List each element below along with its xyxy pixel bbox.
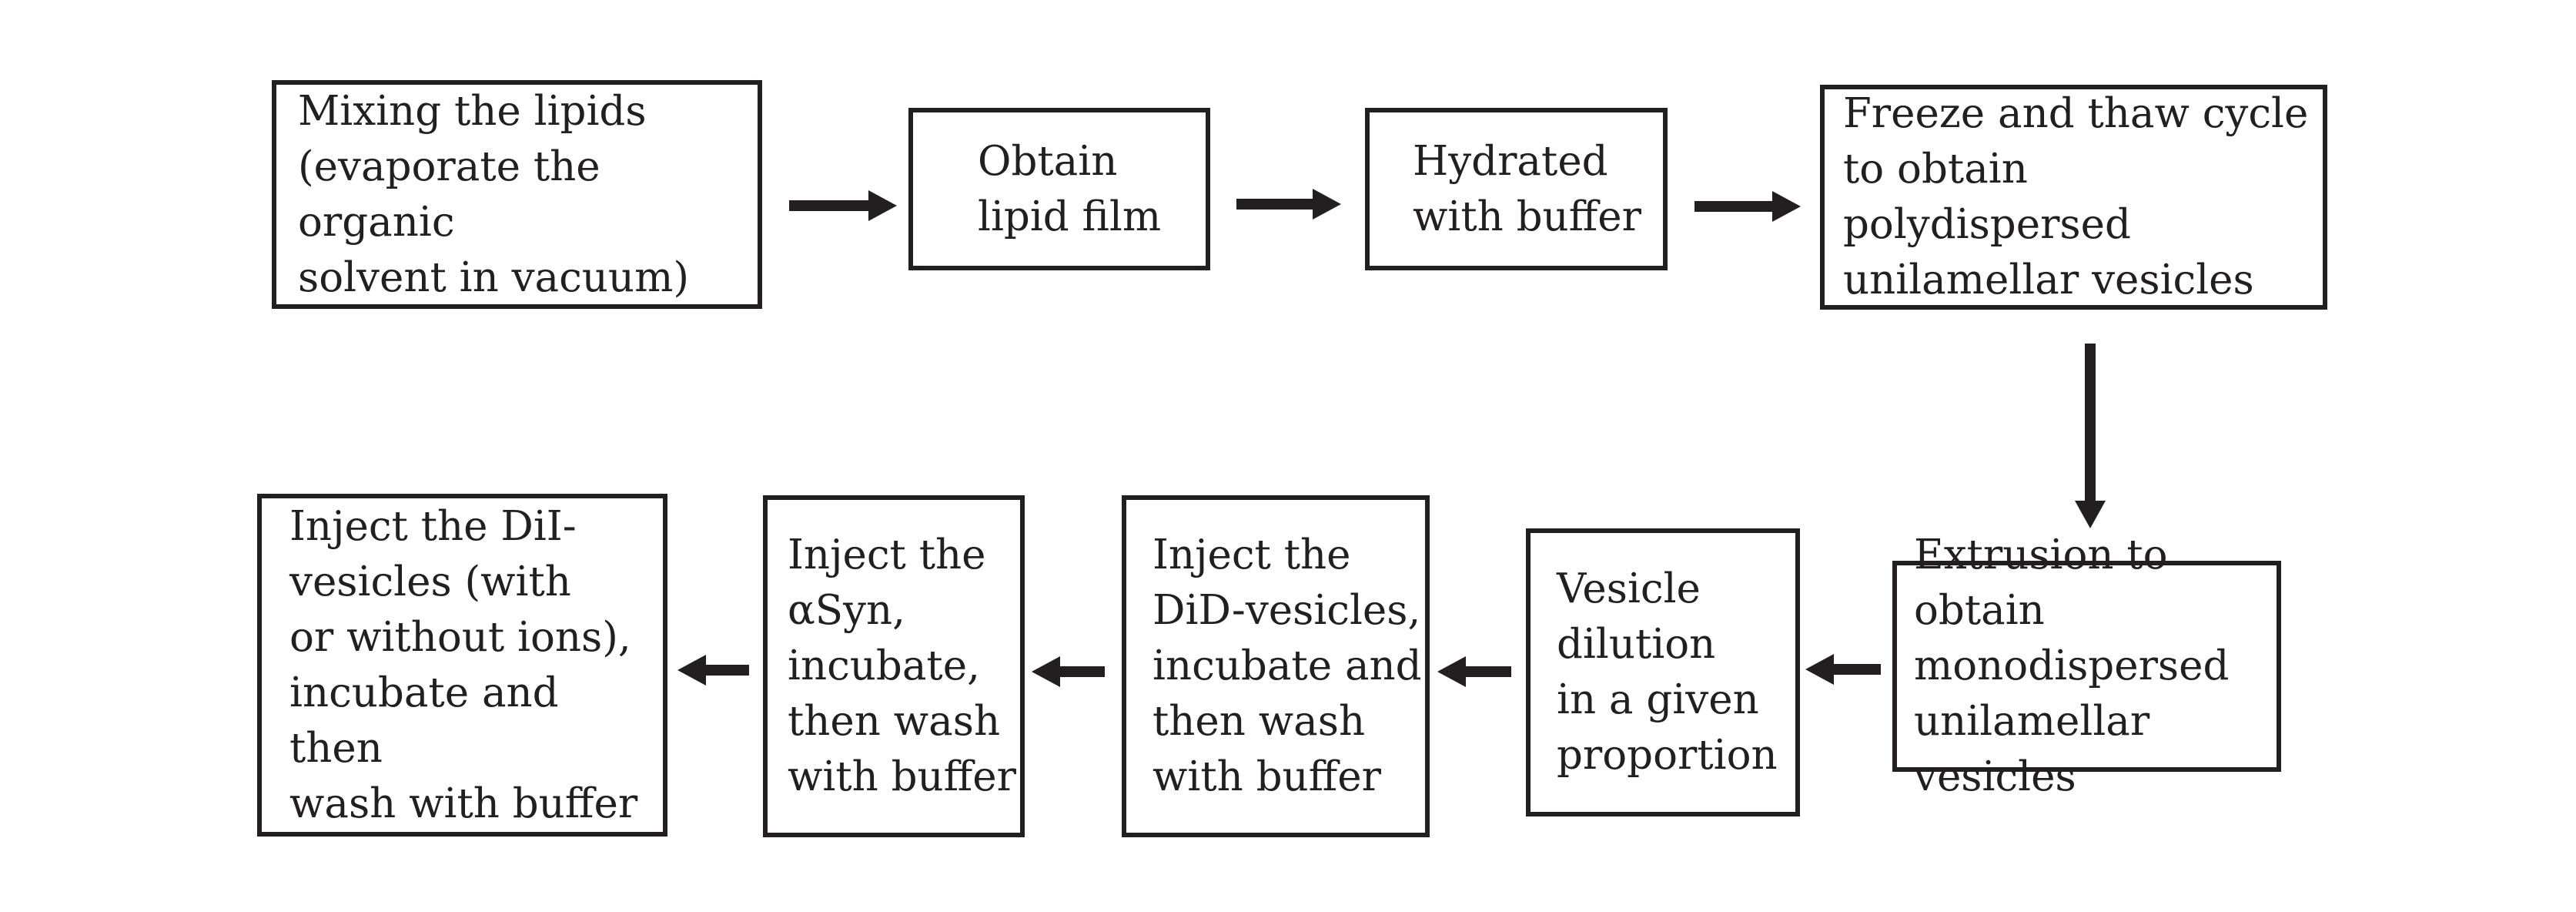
- arrow-4-to-5: [2075, 344, 2106, 528]
- arrow-5-to-6: [1805, 654, 1881, 685]
- step-box-inject-did-vesicles: Inject the DiD-vesicles, incubate and th…: [1122, 495, 1430, 837]
- arrow-3-to-4: [1694, 191, 1801, 222]
- arrow-8-to-9: [677, 655, 749, 686]
- step-box-inject-asyn: Inject the αSyn, incubate, then wash wit…: [763, 495, 1025, 837]
- step-box-freeze-thaw: Freeze and thaw cycle to obtain polydisp…: [1820, 85, 2327, 310]
- arrow-2-to-3: [1236, 189, 1341, 220]
- step-label: Hydrated with buffer: [1413, 137, 1642, 240]
- step-label: Obtain lipid film: [978, 137, 1162, 240]
- step-box-obtain-lipid-film: Obtain lipid film: [908, 108, 1210, 270]
- arrow-6-to-7: [1437, 656, 1511, 687]
- step-label: Mixing the lipids (evaporate the organic…: [298, 87, 690, 301]
- step-label: Vesicle dilution in a given proportion: [1557, 565, 1778, 779]
- step-box-inject-dii-vesicles: Inject the DiI- vesicles (with or withou…: [257, 494, 667, 837]
- step-label: Inject the DiD-vesicles, incubate and th…: [1153, 531, 1422, 800]
- step-label: Inject the αSyn, incubate, then wash wit…: [788, 531, 1017, 800]
- step-box-mixing-lipids: Mixing the lipids (evaporate the organic…: [272, 80, 762, 309]
- step-box-vesicle-dilution: Vesicle dilution in a given proportion: [1526, 528, 1800, 816]
- arrow-1-to-2: [789, 190, 897, 221]
- step-label: Extrusion to obtain monodispersed unilam…: [1914, 531, 2230, 800]
- step-label: Freeze and thaw cycle to obtain polydisp…: [1843, 90, 2309, 303]
- step-box-extrusion: Extrusion to obtain monodispersed unilam…: [1892, 531, 2281, 800]
- step-box-hydrated-with-buffer: Hydrated with buffer: [1365, 108, 1668, 270]
- step-label: Inject the DiI- vesicles (with or withou…: [289, 502, 638, 827]
- arrow-7-to-8: [1032, 656, 1105, 687]
